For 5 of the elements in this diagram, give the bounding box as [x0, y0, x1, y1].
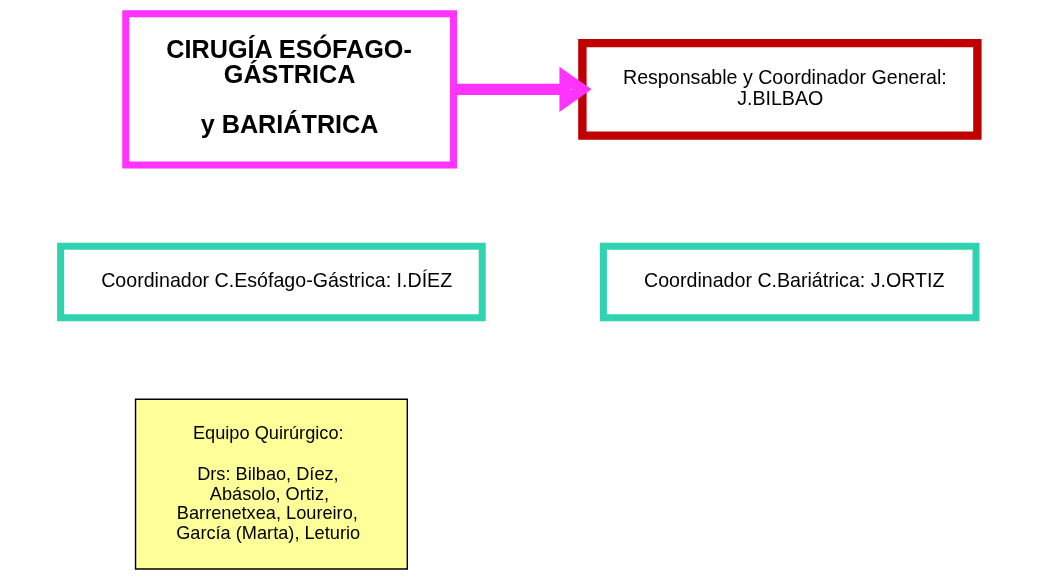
- node-box: Coordinador C.Bariátrica: J.ORTIZ: [599, 242, 980, 322]
- node-box: CIRUGÍA ESÓFAGO-GÁSTRICA y BARIÁTRICA: [122, 10, 457, 169]
- node-box: Equipo Quirúrgico: Drs: Bilbao, Díez, Abásolo, Ortiz, Barrenetxea, Loureiro, García (Marta), Leturio: [134, 398, 408, 570]
- node-box: Responsable y Coordinador General: J.BILBAO: [578, 38, 982, 140]
- node-box: Coordinador C.Esófago-Gástrica: I.DÍEZ: [57, 242, 486, 322]
